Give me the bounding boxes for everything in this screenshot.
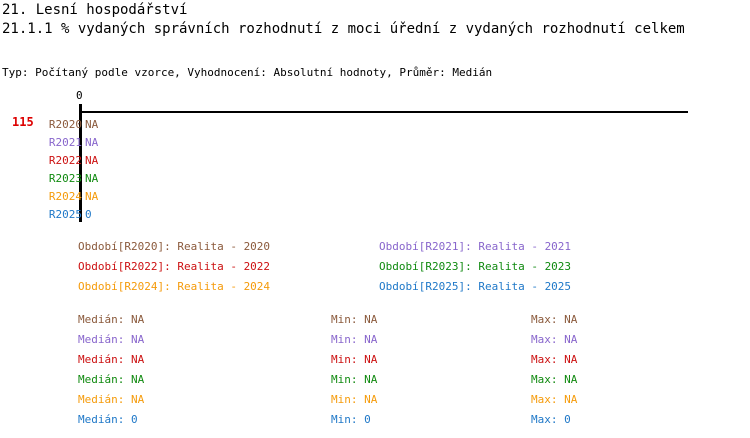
stat-max-r2025: Max: 0 bbox=[531, 413, 571, 426]
series-value-label-r2022: NA bbox=[85, 154, 99, 167]
x-axis-line bbox=[80, 111, 688, 113]
axis-tick-label-0: 0 bbox=[76, 89, 83, 102]
series-category-label-r2023: R2023 bbox=[48, 172, 82, 185]
legend-item-r2020[interactable]: Období[R2020]: Realita - 2020 bbox=[78, 240, 271, 253]
legend-item-r2021[interactable]: Období[R2021]: Realita - 2021 bbox=[379, 240, 572, 253]
stat-min-r2020: Min: NA bbox=[331, 313, 378, 326]
series-category-label-r2020: R2020 bbox=[48, 118, 82, 131]
stat-max-r2020: Max: NA bbox=[531, 313, 578, 326]
legend-item-r2022[interactable]: Období[R2022]: Realita - 2022 bbox=[78, 260, 271, 273]
legend-item-r2023[interactable]: Období[R2023]: Realita - 2023 bbox=[379, 260, 572, 273]
chart-meta-line: Typ: Počítaný podle vzorce, Vyhodnocení:… bbox=[2, 66, 493, 79]
stat-min-r2025: Min: 0 bbox=[331, 413, 371, 426]
stat-median-r2023: Medián: NA bbox=[78, 373, 145, 386]
stat-median-r2025: Medián: 0 bbox=[78, 413, 138, 426]
stat-max-r2023: Max: NA bbox=[531, 373, 578, 386]
stat-min-r2024: Min: NA bbox=[331, 393, 378, 406]
stat-max-r2024: Max: NA bbox=[531, 393, 578, 406]
series-category-label-r2024: R2024 bbox=[48, 190, 82, 203]
stats-row: Medián: NA Min: NA Max: NA bbox=[0, 313, 750, 333]
series-category-label-r2021: R2021 bbox=[48, 136, 82, 149]
total-count-badge: 115 bbox=[12, 115, 34, 129]
page-title-chapter: 21. Lesní hospodářství bbox=[2, 2, 188, 18]
series-category-label-r2022: R2022 bbox=[48, 154, 82, 167]
series-value-label-r2025: 0 bbox=[85, 208, 92, 221]
stat-max-r2022: Max: NA bbox=[531, 353, 578, 366]
series-value-label-r2020: NA bbox=[85, 118, 99, 131]
legend-item-r2024[interactable]: Období[R2024]: Realita - 2024 bbox=[78, 280, 271, 293]
y-axis-line bbox=[79, 110, 82, 222]
stats-row: Medián: 0 Min: 0 Max: 0 bbox=[0, 413, 750, 433]
series-value-label-r2023: NA bbox=[85, 172, 99, 185]
stat-min-r2022: Min: NA bbox=[331, 353, 378, 366]
stat-median-r2020: Medián: NA bbox=[78, 313, 145, 326]
stats-row: Medián: NA Min: NA Max: NA bbox=[0, 333, 750, 353]
stat-max-r2021: Max: NA bbox=[531, 333, 578, 346]
page-title-indicator: 21.1.1 % vydaných správních rozhodnutí z… bbox=[2, 21, 685, 37]
stat-min-r2021: Min: NA bbox=[331, 333, 378, 346]
stat-median-r2021: Medián: NA bbox=[78, 333, 145, 346]
series-category-label-r2025: R2025 bbox=[48, 208, 82, 221]
stats-row: Medián: NA Min: NA Max: NA bbox=[0, 393, 750, 413]
chart-stats-table: Medián: NA Min: NA Max: NA Medián: NA Min: N… bbox=[0, 313, 750, 438]
stat-min-r2023: Min: NA bbox=[331, 373, 378, 386]
axis-tick-mark-0 bbox=[79, 104, 82, 112]
legend-item-r2025[interactable]: Období[R2025]: Realita - 2025 bbox=[379, 280, 572, 293]
stat-median-r2022: Medián: NA bbox=[78, 353, 145, 366]
series-value-label-r2021: NA bbox=[85, 136, 99, 149]
stats-row: Medián: NA Min: NA Max: NA bbox=[0, 373, 750, 393]
series-value-label-r2024: NA bbox=[85, 190, 99, 203]
stat-median-r2024: Medián: NA bbox=[78, 393, 145, 406]
stats-row: Medián: NA Min: NA Max: NA bbox=[0, 353, 750, 373]
